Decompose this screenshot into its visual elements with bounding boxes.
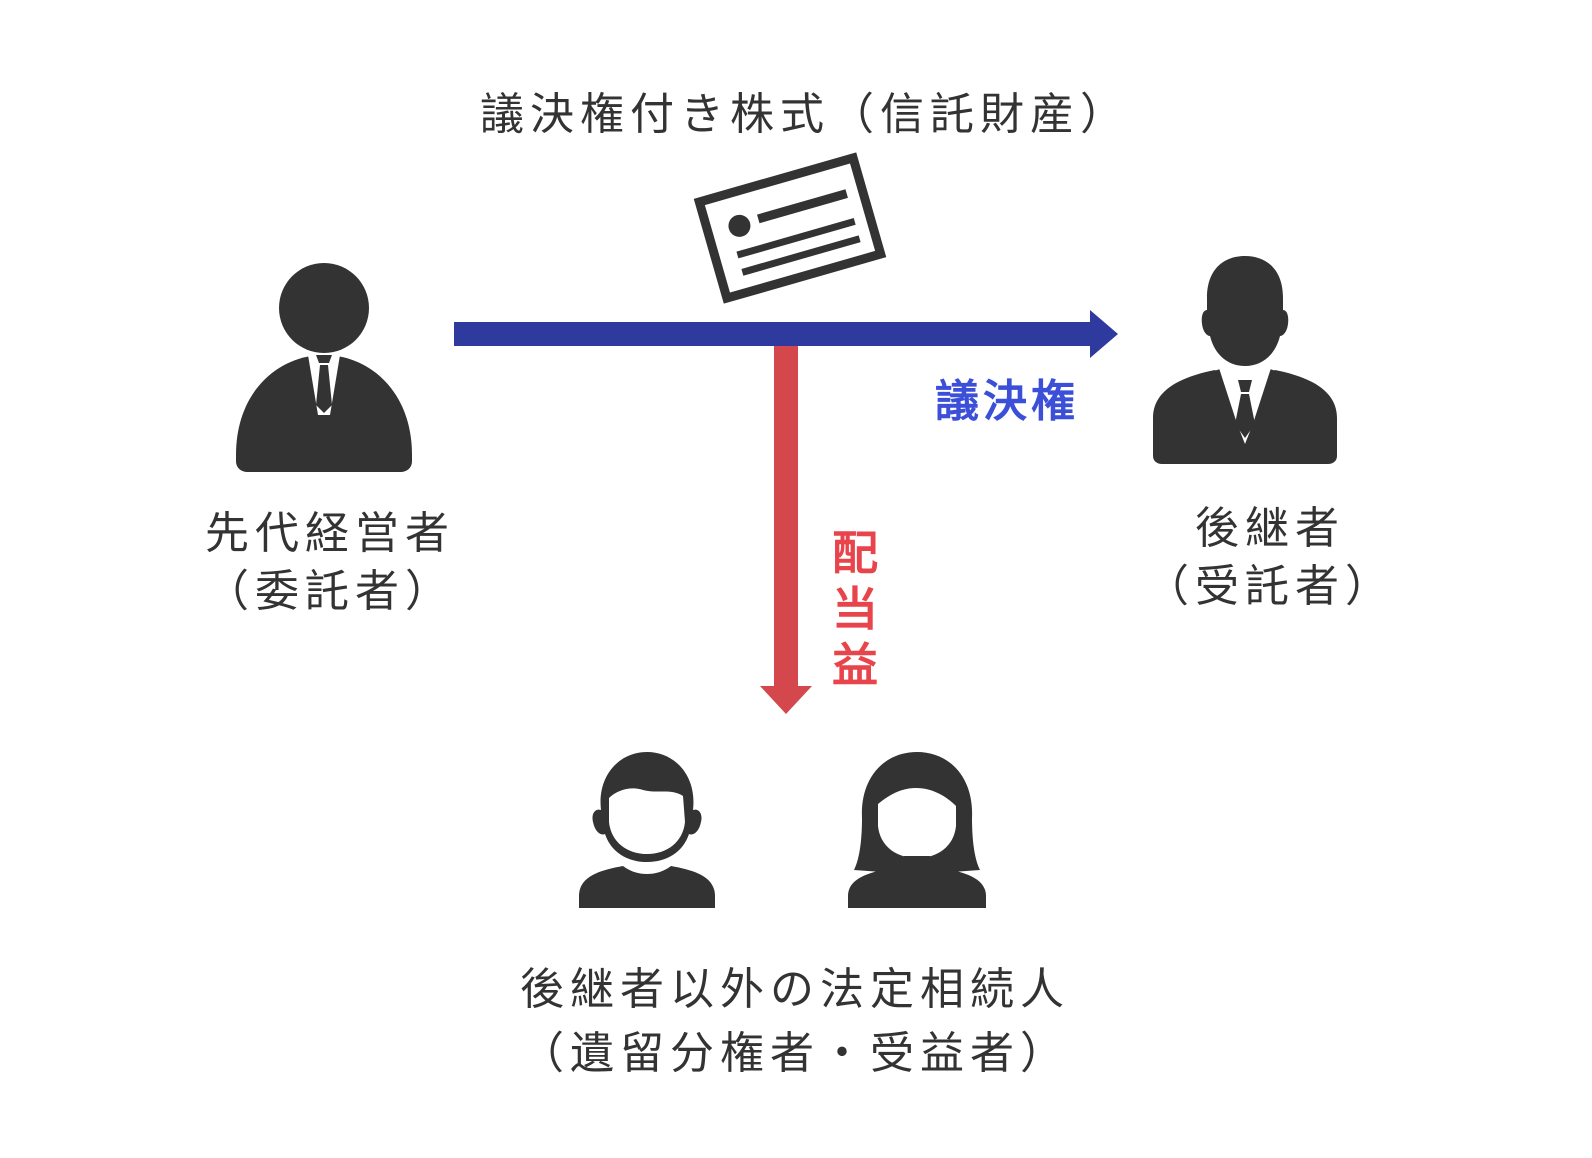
beneficiaries-name: 後継者以外の法定相続人 [520, 964, 1070, 1015]
dividend-char: 配 [832, 526, 878, 580]
beneficiaries-label: 後継者以外の法定相続人 （遺留分権者・受益者） [430, 958, 1160, 1086]
dividend-char: 益 [832, 638, 878, 692]
settlor-role: （委託者） [205, 566, 455, 617]
voting-rights-label: 議決権 [935, 376, 1079, 427]
dividend-label: 配 当 益 [825, 525, 885, 693]
settlor-label: 先代経営者 （委託者） [140, 505, 520, 621]
dividend-arrow [758, 346, 814, 718]
voting-rights-arrow [450, 308, 1130, 360]
stock-certificate-icon [690, 148, 890, 308]
trust-asset-title: 議決権付き株式（信託財産） [480, 89, 1130, 140]
beneficiaries-role: （遺留分権者・受益者） [520, 1028, 1070, 1079]
trustee-label: 後継者 （受託者） [1080, 500, 1460, 616]
dividend-char: 当 [832, 582, 878, 636]
trustee-role: （受託者） [1145, 561, 1395, 612]
trustee-name: 後継者 [1195, 503, 1345, 554]
businessman-icon [230, 255, 420, 480]
settlor-name: 先代経営者 [205, 508, 455, 559]
man-icon [575, 748, 720, 918]
woman-icon [842, 748, 992, 918]
businessman-with-hair-icon [1145, 248, 1345, 468]
